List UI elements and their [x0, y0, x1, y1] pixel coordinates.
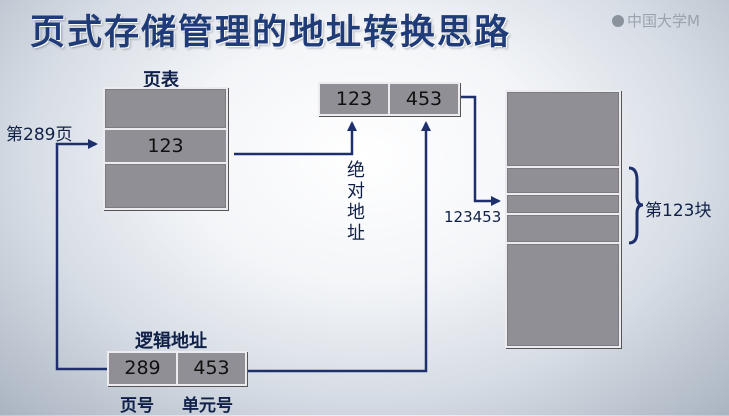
arrow-table-to-absolute — [234, 121, 357, 156]
logical-address-label: 逻辑地址 — [135, 331, 207, 352]
arrow-page-to-table — [55, 139, 107, 371]
arrow-offset-to-absolute — [247, 121, 431, 373]
watermark-text: 中国大学M — [627, 12, 700, 30]
memory-block — [505, 193, 621, 215]
page-number-caption: 页号 — [120, 396, 154, 416]
absolute-offset-cell: 453 — [388, 82, 460, 116]
page-number-label: 第289页 — [6, 125, 73, 145]
logical-unit-cell: 453 — [176, 351, 247, 386]
memory-block — [505, 166, 621, 195]
memory-block — [505, 242, 621, 348]
block-brace — [628, 166, 644, 245]
arrow-absolute-to-memory — [460, 95, 501, 206]
page-table-entry: 123 — [103, 128, 228, 164]
memory-address-label: 123453 — [444, 208, 502, 226]
page-table-label: 页表 — [143, 70, 179, 91]
logical-page-cell: 289 — [107, 351, 178, 386]
unit-number-caption: 单元号 — [182, 396, 233, 416]
mooc-logo-icon — [612, 15, 624, 27]
memory-block — [505, 213, 621, 244]
page-table-row — [103, 162, 228, 210]
absolute-address-label: 绝对地址 — [344, 160, 365, 244]
watermark: 中国大学M — [612, 10, 700, 31]
page-table-row — [103, 87, 228, 130]
page-title: 页式存储管理的地址转换思路 — [30, 13, 512, 53]
absolute-page-cell: 123 — [318, 82, 390, 116]
block-label: 第123块 — [645, 201, 712, 221]
memory-block — [505, 90, 621, 168]
